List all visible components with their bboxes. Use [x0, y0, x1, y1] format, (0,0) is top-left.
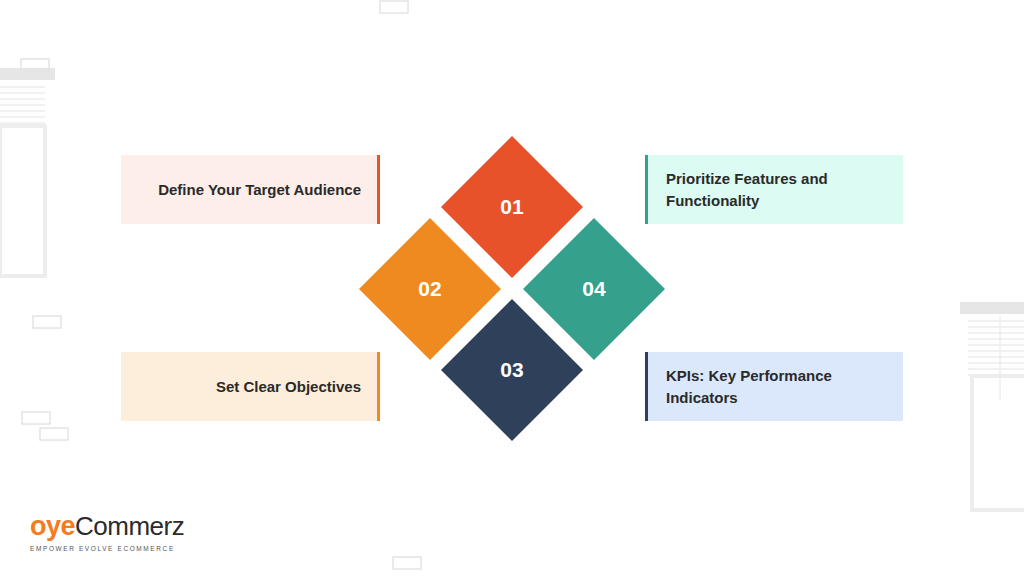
logo-text: oye [30, 511, 75, 541]
logo-tagline: EMPOWER EVOLVE ECOMMERCE [30, 545, 184, 552]
label-box: Define Your Target Audience [121, 155, 380, 224]
label-box: Prioritize Features and Functionality [645, 155, 903, 224]
step-label: KPIs: Key Performance Indicators [666, 365, 879, 409]
number-diamond: 03 [436, 294, 588, 446]
step-label: Prioritize Features and Functionality [666, 168, 879, 212]
logo: oyeCommerzEMPOWER EVOLVE ECOMMERCE [30, 512, 184, 552]
step-number: 04 [582, 277, 605, 301]
label-box: KPIs: Key Performance Indicators [645, 352, 903, 421]
step-number: 01 [500, 195, 523, 219]
logo-text: Commerz [75, 511, 184, 541]
step-label: Define Your Target Audience [158, 179, 361, 201]
step-number: 02 [418, 277, 441, 301]
step-number: 03 [500, 358, 523, 382]
label-box: Set Clear Objectives [121, 352, 380, 421]
step-label: Set Clear Objectives [216, 376, 361, 398]
